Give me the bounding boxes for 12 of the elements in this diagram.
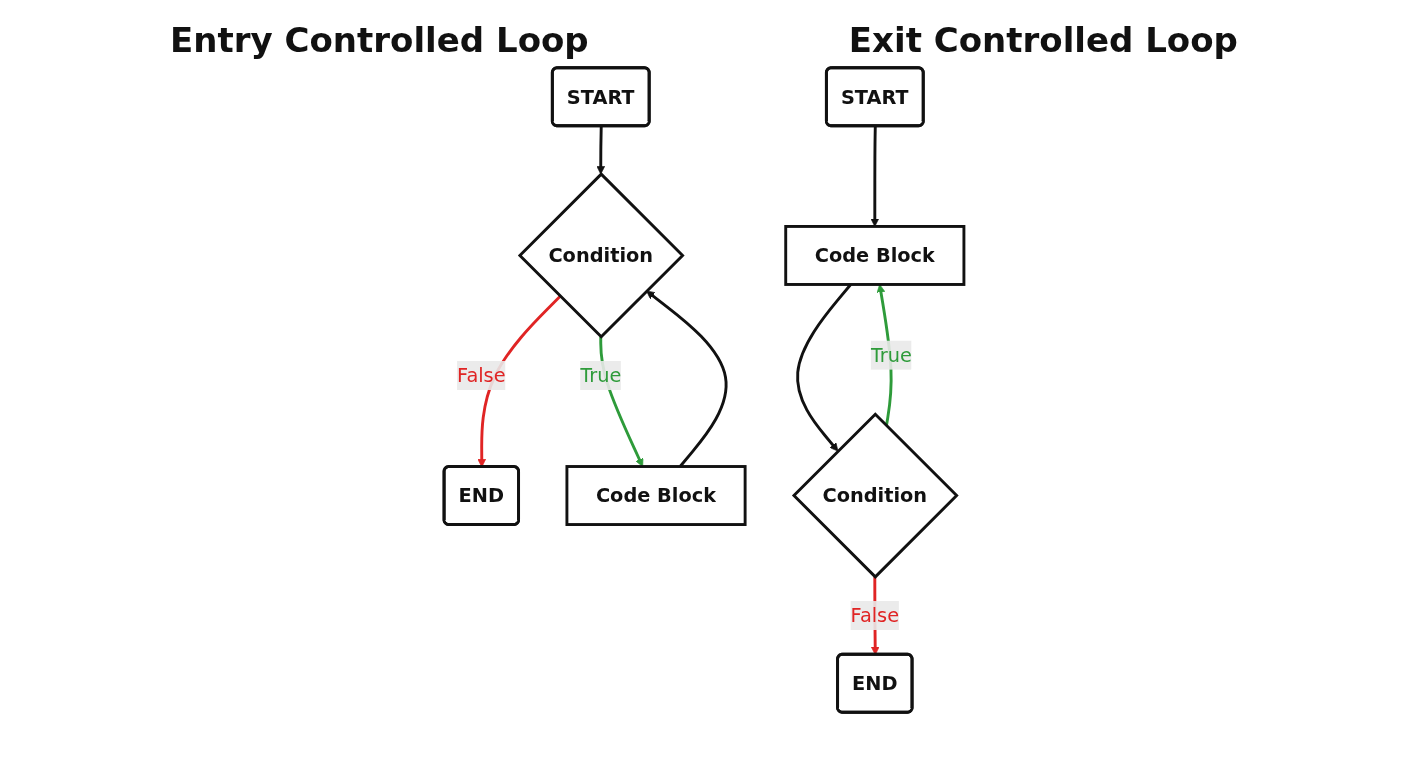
node-box: Code Block [565,465,747,526]
node-diamond: Condition [517,172,685,339]
diagram-heading: Exit Controlled Loop [848,20,1238,60]
diagram-heading: Entry Controlled Loop [170,20,589,60]
node-diamond: Condition [791,412,959,579]
edge-label: True [580,363,622,388]
arrow [870,126,880,227]
edge-label: False [850,603,900,628]
arrow [596,126,605,175]
edge-label: False [457,363,506,388]
node-box: Code Block [784,225,966,286]
edge-label: True [870,343,912,367]
